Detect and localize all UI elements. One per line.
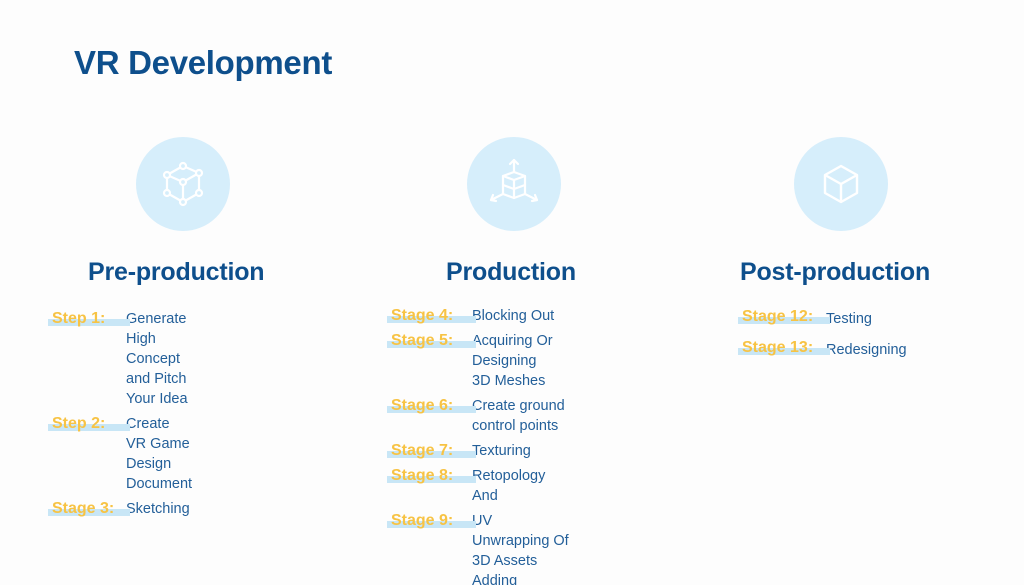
step-label: Step 2: — [52, 415, 106, 432]
stage-label: Stage 6: — [391, 397, 454, 414]
stage-label: Stage 12: — [742, 308, 814, 325]
page-title: VR Development — [74, 44, 333, 81]
list-item: Stage 5: Acquiring Or Designing 3D Meshe… — [387, 331, 570, 391]
list-item: Step 1: Generate High Concept and Pitch … — [48, 309, 192, 409]
list-item: Stage 4: Blocking Out — [387, 306, 570, 326]
stage-label: Stage 8: — [391, 467, 454, 484]
stage-text: Testing — [826, 311, 872, 327]
step-label: Stage 3: — [52, 500, 115, 517]
stage-label: Stage 9: — [391, 512, 454, 529]
phase-title: Pre-production — [88, 258, 265, 286]
stage-label: Stage 13: — [742, 339, 814, 356]
stage-label: Stage 5: — [391, 332, 454, 349]
step-text: Generate High Concept and Pitch Your Ide… — [126, 311, 188, 407]
list-item: Stage 13: Redesigning — [738, 338, 907, 360]
stage-text: Acquiring Or Designing 3D Meshes — [472, 333, 553, 389]
stage-text: UV Unwrapping Of 3D Assets Adding Intera… — [472, 513, 569, 585]
stage-text: Create ground control points — [472, 398, 565, 434]
step-label: Step 1: — [52, 310, 106, 327]
step-text: Sketching — [126, 501, 190, 517]
list-item: Stage 7: Texturing — [387, 441, 570, 461]
stage-label: Stage 4: — [391, 307, 454, 324]
list-item: Stage 12: Testing — [738, 307, 907, 329]
cube-nodes-icon — [136, 137, 230, 231]
stage-text: Redesigning — [826, 342, 907, 358]
list-item: Stage 8: Retopology And — [387, 466, 570, 506]
list-item: Stage 9: UV Unwrapping Of 3D Assets Addi… — [387, 511, 570, 585]
stage-text: Blocking Out — [472, 308, 555, 324]
list-item: Step 2: Create VR Game Design Document — [48, 414, 193, 494]
list-item: Stage 6: Create ground control points — [387, 396, 570, 436]
list-item: Stage 3: Sketching — [48, 499, 192, 519]
stage-label: Stage 7: — [391, 442, 454, 459]
phase-title: Production — [446, 258, 576, 286]
cube-axes-icon — [467, 137, 561, 231]
phase-title: Post-production — [740, 258, 931, 286]
stage-text: Texturing — [472, 443, 531, 459]
stage-text: Retopology And — [472, 468, 546, 504]
step-text: Create VR Game Design Document — [126, 416, 193, 492]
cube-icon — [794, 137, 888, 231]
